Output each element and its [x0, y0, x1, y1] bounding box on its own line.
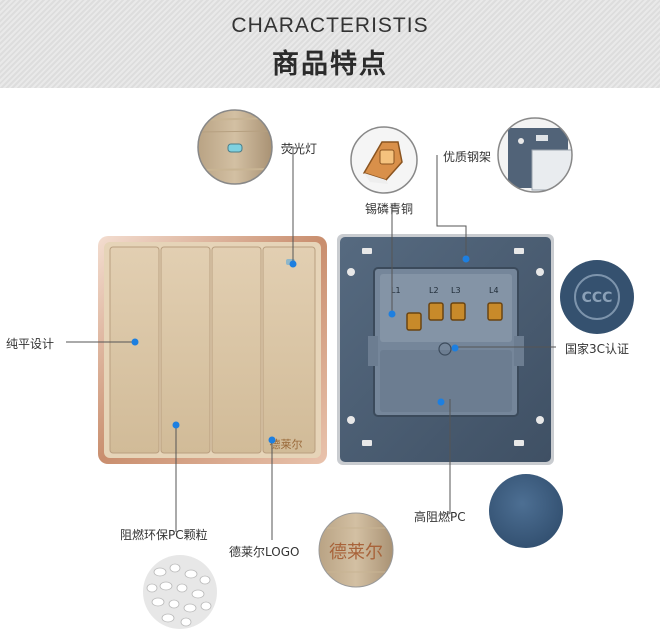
label-high-flame-pc: 高阻燃PC	[414, 510, 466, 524]
terminal-screw-2	[428, 302, 444, 321]
header-banner: CHARACTERISTIS 商品特点	[0, 0, 660, 88]
callout-leader-lines	[66, 146, 556, 540]
dot-pc	[437, 398, 445, 406]
terminal-screw-4	[487, 302, 503, 321]
detail-granules-closeup	[143, 555, 217, 629]
terminal-screw-1	[406, 312, 422, 331]
back-switch-panel: L1 L2 L3 L4	[337, 234, 554, 465]
detail-indicator-closeup	[197, 109, 273, 185]
terminal-label-l4: L4	[489, 286, 499, 295]
front-switch-panel: 德莱尔	[98, 236, 327, 464]
label-quality-steel-frame: 优质钢架	[443, 150, 492, 164]
dot-3c	[451, 344, 459, 352]
label-tin-phosphor-bronze: 锡磷青铜	[365, 202, 414, 216]
switch-key-1[interactable]	[109, 246, 160, 454]
detail-logo-closeup: 德莱尔	[318, 512, 394, 588]
switch-key-4[interactable]	[262, 246, 316, 454]
dot-steel-frame	[462, 255, 470, 263]
label-flat-design: 纯平设计	[6, 337, 55, 351]
callout-dots	[131, 255, 470, 444]
detail-pc-material-disc	[489, 474, 563, 548]
banner-title-en: CHARACTERISTIS	[231, 14, 429, 37]
label-fluorescent-light: 荧光灯	[281, 142, 318, 156]
dot-logo	[268, 436, 276, 444]
terminal-label-l2: L2	[429, 286, 439, 295]
3c-mark-icon	[438, 342, 452, 356]
detail-copper-closeup	[350, 126, 418, 194]
panel-brand-logo: 德莱尔	[270, 437, 303, 451]
dot-copper	[388, 310, 396, 318]
dot-fluorescent-light	[289, 260, 297, 268]
dot-flat-design	[131, 338, 139, 346]
terminal-screw-3	[450, 302, 466, 321]
terminal-label-l1: L1	[391, 286, 401, 295]
detail-steel-frame-closeup	[497, 117, 573, 193]
switch-key-3[interactable]	[211, 246, 262, 454]
label-brand-logo: 德莱尔LOGO	[229, 545, 300, 559]
svg-text:CCC: CCC	[582, 290, 613, 306]
banner-title-cn: 商品特点	[272, 49, 388, 80]
detail-3c-certification: CCC	[560, 260, 634, 334]
dot-granules	[172, 421, 180, 429]
terminal-label-l3: L3	[451, 286, 461, 295]
logo-closeup-text: 德莱尔	[329, 542, 383, 563]
label-national-3c: 国家3C认证	[565, 342, 630, 356]
label-flame-retardant-pc-granules: 阻燃环保PC颗粒	[120, 528, 208, 542]
switch-key-2[interactable]	[160, 246, 211, 454]
